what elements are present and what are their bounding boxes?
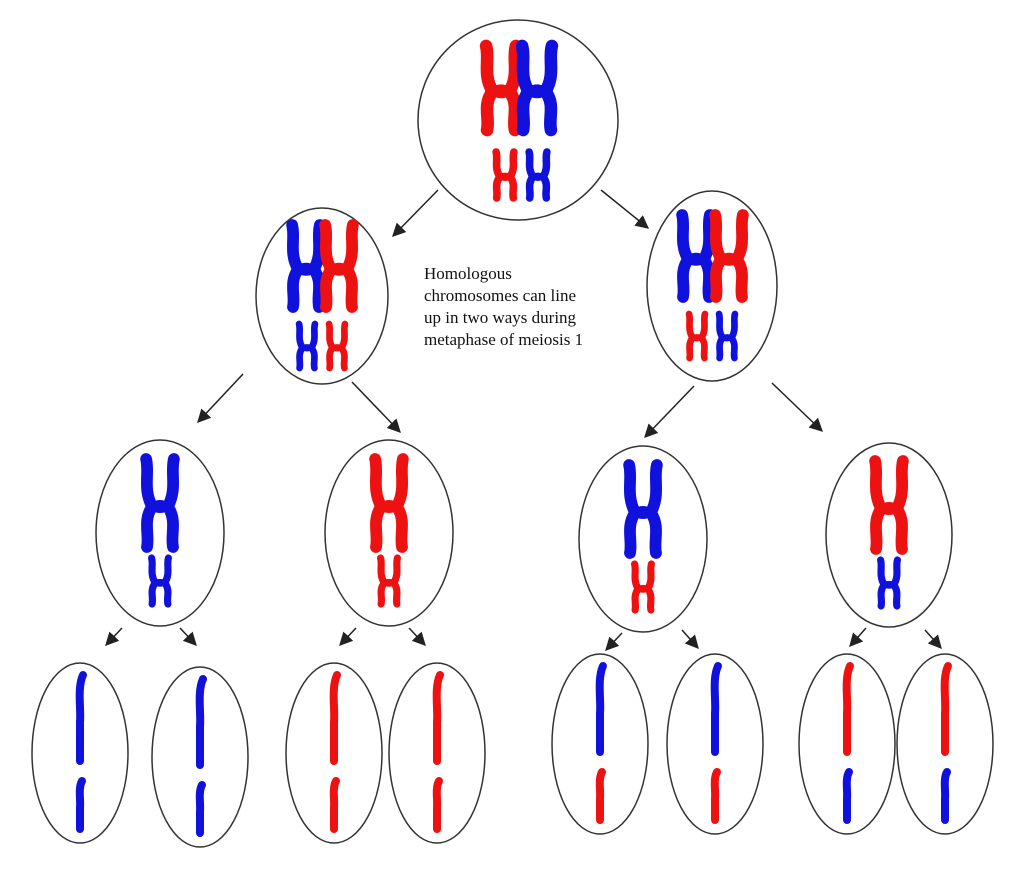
- arrow-to-gamete-4: [408, 627, 426, 646]
- gamete-6: [666, 653, 764, 835]
- meiosis-1-cell-left: [255, 207, 389, 385]
- daughter-cell-3: [578, 445, 708, 633]
- small-chromosome: [147, 554, 173, 608]
- annotation-line-4: metaphase of meiosis 1: [424, 330, 584, 349]
- long-chromatid: [329, 671, 341, 765]
- large-chromosome-2: [319, 219, 359, 313]
- arrow-right-to-cell-3: [644, 385, 695, 438]
- parent-cell: [417, 19, 619, 221]
- large-chromosome: [369, 453, 409, 553]
- annotation-text: Homologous chromosomes can line up in tw…: [424, 263, 664, 351]
- gamete-3: [285, 662, 383, 844]
- short-chromatid: [432, 777, 443, 833]
- long-chromatid: [940, 662, 952, 756]
- arrow-left-to-cell-1: [197, 373, 244, 423]
- arrow-right-to-cell-4: [771, 382, 823, 432]
- arrow-parent-to-right: [600, 189, 650, 229]
- short-chromatid: [195, 781, 206, 837]
- short-chromatid: [940, 768, 951, 824]
- arrow-to-gamete-3: [339, 627, 357, 646]
- large-chromosome: [869, 455, 909, 555]
- large-chromosome: [623, 459, 663, 559]
- arrow-to-gamete-2: [179, 627, 197, 646]
- short-chromatid: [710, 768, 721, 824]
- arrow-to-gamete-7: [849, 627, 867, 648]
- long-chromatid: [432, 671, 444, 765]
- large-chromosome-2: [515, 39, 559, 137]
- gamete-1: [31, 662, 129, 844]
- annotation-line-1: Homologous: [424, 264, 512, 283]
- large-chromosome-2: [709, 209, 749, 303]
- small-chromosome: [876, 556, 902, 610]
- arrow-to-gamete-8: [924, 629, 942, 650]
- arrow-parent-to-left: [392, 189, 439, 237]
- small-chromosome-2: [525, 148, 551, 202]
- annotation-line-2: chromosomes can line: [424, 286, 577, 305]
- gamete-7: [798, 653, 896, 835]
- gamete-8: [896, 653, 994, 835]
- small-chromosome: [376, 554, 402, 608]
- arrow-to-gamete-5: [605, 632, 623, 651]
- short-chromatid: [75, 777, 86, 833]
- annotation-line-3: up in two ways during: [424, 308, 577, 327]
- daughter-cell-4-outline: [825, 442, 953, 628]
- large-chromosome-1: [286, 219, 326, 313]
- cells: [31, 19, 994, 848]
- short-chromatid: [329, 777, 340, 833]
- arrow-left-to-cell-2: [351, 381, 401, 433]
- gamete-5: [551, 653, 649, 835]
- small-chromosome: [630, 560, 656, 614]
- daughter-cell-2: [324, 439, 454, 627]
- arrows: [105, 189, 942, 651]
- arrow-to-gamete-1: [105, 627, 123, 646]
- small-chromosome-1: [295, 320, 319, 372]
- daughter-cell-3-outline: [578, 445, 708, 633]
- gamete-4: [388, 662, 486, 844]
- small-chromosome-2: [715, 310, 739, 362]
- long-chromatid: [842, 662, 854, 756]
- gamete-2: [151, 666, 249, 848]
- large-chromosome-1: [676, 209, 716, 303]
- daughter-cell-2-outline: [324, 439, 454, 627]
- large-chromosome-1: [479, 39, 523, 137]
- long-chromatid: [595, 662, 607, 756]
- small-chromosome-1: [492, 148, 518, 202]
- long-chromatid: [710, 662, 722, 756]
- short-chromatid: [842, 768, 853, 824]
- small-chromosome-2: [325, 320, 349, 372]
- long-chromatid: [75, 671, 87, 765]
- arrow-to-gamete-6: [681, 629, 699, 650]
- small-chromosome-1: [685, 310, 709, 362]
- daughter-cell-1-outline: [95, 439, 225, 627]
- daughter-cell-1: [95, 439, 225, 627]
- daughter-cell-4: [825, 442, 953, 628]
- meiosis-1-cell-right: [646, 190, 778, 382]
- short-chromatid: [595, 768, 606, 824]
- large-chromosome: [140, 453, 180, 553]
- long-chromatid: [195, 675, 207, 769]
